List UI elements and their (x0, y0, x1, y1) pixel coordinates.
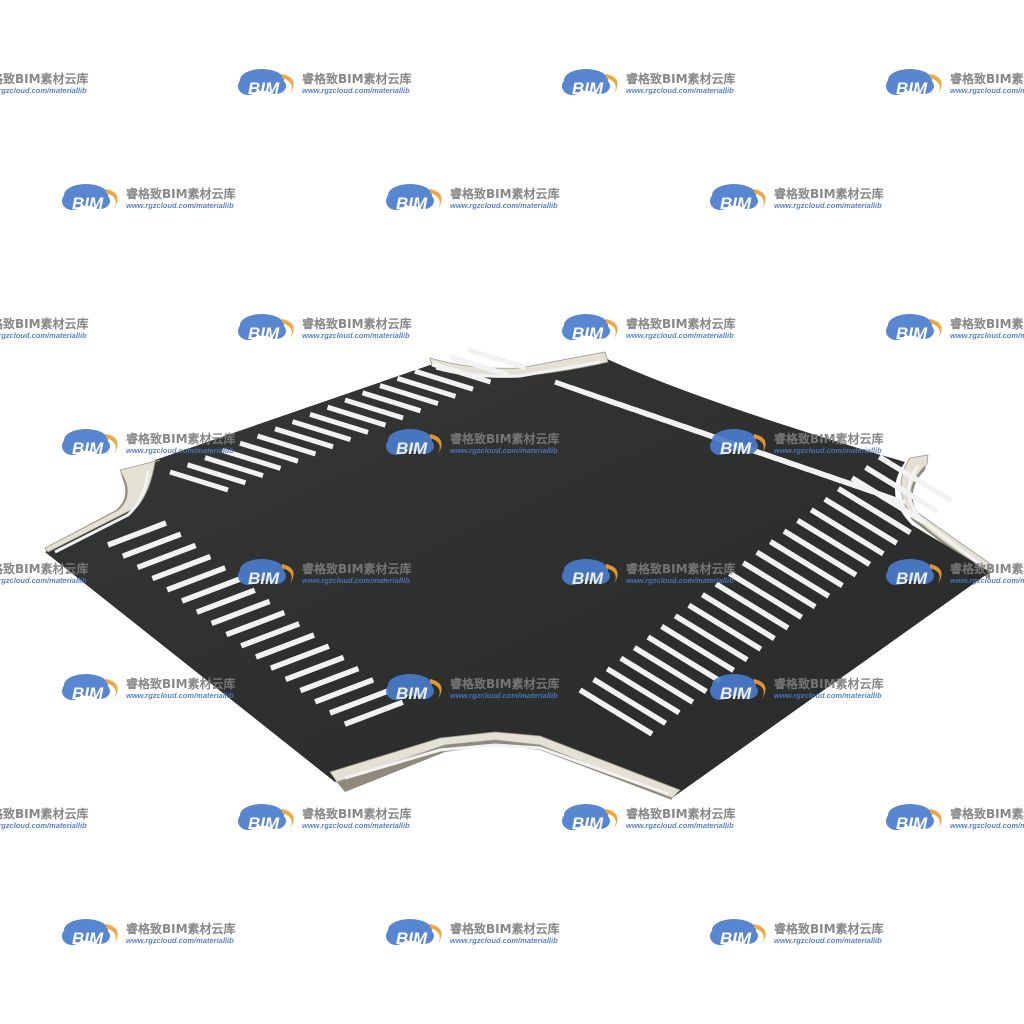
zebra-stripe (166, 565, 227, 593)
road-surface (45, 358, 990, 798)
zebra-stripe (256, 433, 317, 457)
watermark (562, 69, 736, 98)
watermark (238, 69, 412, 98)
curb-south (329, 731, 681, 799)
watermark (386, 674, 560, 703)
zebra-stripe (169, 469, 229, 493)
watermark (710, 429, 884, 458)
zebra-stripe (255, 632, 315, 660)
zebra-stripe (673, 613, 749, 663)
zebra-stripe (314, 677, 375, 705)
zebra-stripe (809, 507, 885, 557)
watermark (562, 314, 736, 343)
crosswalk-northwest (169, 347, 527, 493)
zebra-stripe (877, 454, 953, 504)
zebra-stripe (240, 621, 301, 649)
watermark (886, 314, 1024, 343)
watermark (386, 429, 560, 458)
zebra-stripe (195, 587, 256, 615)
watermark (710, 184, 884, 213)
zebra-stripe (379, 383, 439, 406)
watermark (238, 314, 412, 343)
watermark (886, 559, 1024, 588)
zebra-stripe (274, 426, 334, 450)
watermark (562, 559, 736, 588)
zebra-stripe (210, 598, 271, 626)
zebra-stripe (107, 520, 167, 548)
zebra-stripe (239, 440, 299, 464)
watermark (562, 804, 736, 833)
zebra-stripe (823, 496, 899, 546)
zebra-stripe (714, 581, 790, 631)
zebra-stripe (836, 486, 912, 535)
crosswalk-southeast (578, 454, 953, 737)
zebra-stripe (344, 397, 404, 421)
zebra-stripe (768, 539, 844, 588)
zebra-stripe (741, 560, 817, 610)
zebra-stripe (796, 518, 872, 567)
crosswalk-southwest (107, 520, 404, 727)
zebra-stripe (728, 571, 804, 620)
watermark (386, 184, 560, 213)
zebra-stripe (660, 624, 736, 673)
zebra-stripe (151, 554, 212, 582)
zebra-stripe (225, 610, 286, 638)
watermark (886, 804, 1024, 833)
zebra-stripe (782, 528, 858, 578)
zebra-stripe (449, 354, 509, 378)
zebra-stripe (466, 347, 527, 370)
zebra-stripe (431, 361, 492, 385)
watermark (238, 559, 412, 588)
watermark (0, 559, 89, 588)
watermark (886, 69, 1024, 98)
watermark (386, 919, 560, 948)
zebra-stripe (396, 376, 457, 399)
zebra-stripe (309, 412, 369, 435)
zebra-stripe (361, 390, 422, 414)
zebra-stripe (592, 677, 668, 726)
zebra-stripe (687, 602, 763, 652)
zebra-stripe (755, 549, 831, 599)
zebra-stripe (204, 455, 264, 478)
curb-west (44, 459, 161, 553)
zebra-stripe (181, 576, 241, 604)
watermark (710, 674, 884, 703)
watermark (238, 804, 412, 833)
zebra-stripe (186, 462, 247, 486)
watermark (0, 69, 89, 98)
watermark (62, 919, 236, 948)
watermark (62, 674, 236, 703)
zebra-stripe (700, 592, 776, 641)
zebra-stripe (343, 699, 404, 727)
zebra-stripe (299, 666, 360, 694)
zebra-stripe (632, 645, 708, 694)
zebra-stripe (414, 368, 474, 392)
zebra-stripe (284, 654, 345, 682)
watermark (0, 314, 89, 343)
watermark (0, 804, 89, 833)
zebra-crossings (107, 347, 953, 737)
watermark (62, 429, 236, 458)
zebra-stripe (326, 404, 387, 428)
zebra-stripe (121, 531, 182, 559)
zebra-stripe (619, 655, 695, 705)
zebra-stripe (605, 666, 681, 716)
watermark (62, 184, 236, 213)
watermark (710, 919, 884, 948)
zebra-stripe (578, 687, 654, 737)
zebra-stripe (269, 643, 330, 671)
zebra-stripe (864, 465, 940, 514)
zebra-stripe (850, 475, 926, 525)
zebra-stripe (291, 419, 352, 442)
zebra-stripe (136, 542, 197, 570)
zebra-stripe (329, 688, 389, 716)
zebra-stripe (646, 634, 722, 684)
